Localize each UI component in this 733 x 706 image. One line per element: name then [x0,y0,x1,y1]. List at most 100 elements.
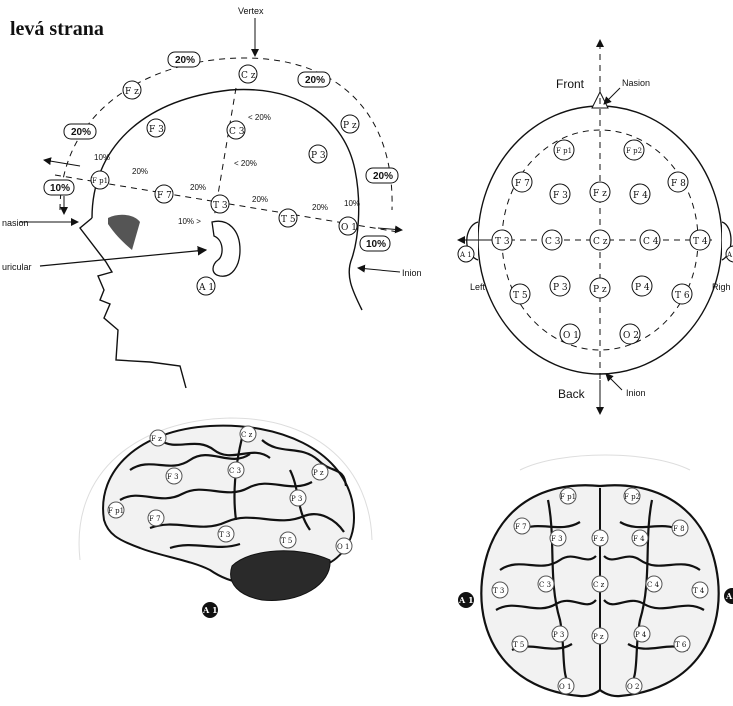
svg-text:P 3: P 3 [553,631,564,639]
electrode-f4-top: F 4 [630,184,650,204]
svg-text:P 4: P 4 [635,283,650,293]
electrode-c3-side: C 3 [227,121,245,139]
electrode-t5-brain: T 5 [280,532,296,548]
svg-text:O 2: O 2 [627,683,639,691]
electrode-fp1-brain: F p1 [108,502,124,518]
svg-text:P z: P z [313,469,324,477]
svg-text:O 1: O 1 [563,331,579,341]
inion-label: Inion [402,268,422,278]
svg-text:C 3: C 3 [229,127,245,137]
svg-text:F 3: F 3 [167,473,179,481]
electrode-o1-btop: O 1 [558,678,574,694]
svg-text:C z: C z [593,581,605,589]
electrode-p4-btop: P 4 [634,626,650,642]
measure-arc-outer [60,58,392,210]
svg-text:F 7: F 7 [157,191,172,201]
electrode-fp1-side: F p1 [91,171,109,189]
electrode-t6-top: T 6 [672,284,692,304]
percent-small: < 20% [248,113,271,122]
front-label: Front [556,77,585,91]
svg-text:F p1: F p1 [556,147,572,155]
percent-small: 10% [344,199,360,208]
svg-text:A 1: A 1 [458,595,474,605]
brain-top-view: F p1 F p2 F 7 F 3 F z F 4 F 8 T 3 C 3 C … [458,455,733,696]
electrode-o2-top: O 2 [620,324,640,344]
percent-small: 20% [132,167,148,176]
svg-text:F p2: F p2 [626,147,642,155]
svg-text:F 4: F 4 [633,535,645,543]
svg-text:20%: 20% [71,127,91,138]
svg-text:C z: C z [241,71,256,81]
svg-text:T 5: T 5 [513,641,524,649]
electrode-fz-brain: F z [150,430,166,446]
electrode-t4-top: T 4 [690,230,710,250]
svg-text:C 3: C 3 [545,237,561,247]
percent-box: 20% [168,52,200,67]
svg-text:F 7: F 7 [515,179,530,189]
right-label: Righ [712,282,731,292]
svg-text:F p1: F p1 [92,177,108,185]
svg-text:C z: C z [593,237,608,247]
electrode-pz-side: P z [341,115,359,133]
svg-text:P 3: P 3 [291,495,302,503]
svg-text:T 4: T 4 [693,237,708,247]
cerebellum-side [231,551,330,601]
percent-box: 20% [298,72,330,87]
inion-arrow [358,268,400,272]
svg-text:F p1: F p1 [560,493,576,501]
electrode-pz-brain: P z [312,464,328,480]
percent-box: 10% [44,180,74,195]
nasion-label-top: Nasion [622,78,650,88]
electrode-p3-brain: P 3 [290,490,306,506]
svg-text:P z: P z [343,121,357,131]
electrode-t3-side: T 3 [211,195,229,213]
electrode-fz-btop: F z [592,530,608,546]
electrode-c3-top: C 3 [542,230,562,250]
electrode-fp1-top: F p1 [554,140,574,160]
electrode-f7-brain: F 7 [148,510,164,526]
svg-text:C 4: C 4 [647,581,660,589]
svg-text:O 1: O 1 [559,683,571,691]
svg-text:P z: P z [593,633,604,641]
top-head-view: Front Nasion Left Righ Back Inion A 1 A … [458,40,733,414]
svg-text:T 6: T 6 [675,291,690,301]
svg-text:F 7: F 7 [149,515,161,523]
svg-text:O 1: O 1 [341,223,357,233]
electrode-p3-side: P 3 [309,145,327,163]
svg-text:F 8: F 8 [673,525,685,533]
svg-text:C z: C z [241,431,253,439]
vertex-label: Vertex [238,6,264,16]
svg-text:F 7: F 7 [515,523,527,531]
percent-small: < 20% [234,159,257,168]
svg-text:F z: F z [593,189,607,199]
svg-text:C 4: C 4 [643,237,659,247]
ear-ref-a1-brain: A 1 [202,602,218,618]
nose-shading [108,215,140,250]
electrode-cz-brain: C z [240,426,256,442]
svg-text:T 3: T 3 [493,587,504,595]
svg-text:10%: 10% [50,183,70,194]
electrode-t4-btop: T 4 [692,582,708,598]
svg-text:A 1: A 1 [459,251,472,259]
electrode-o1-brain: O 1 [336,538,352,554]
svg-text:20%: 20% [175,55,195,66]
svg-text:F z: F z [125,87,139,97]
electrode-fz-top: F z [590,182,610,202]
electrode-p4-top: P 4 [632,276,652,296]
brain-side-view: F z C z C 3 F 3 P z P 3 F p1 F 7 T 3 T 5… [79,418,372,618]
svg-text:F 3: F 3 [553,191,568,201]
electrode-f8-btop: F 8 [672,520,688,536]
electrode-fp2-top: F p2 [624,140,644,160]
svg-text:T 5: T 5 [513,291,528,301]
percent-box: 10% [360,236,390,251]
percent-small: 20% [190,183,206,192]
svg-text:F p2: F p2 [624,493,640,501]
percent-small: 10% [94,153,110,162]
svg-text:F p1: F p1 [108,507,124,515]
electrode-a1-side: A 1 [197,277,215,295]
svg-text:20%: 20% [373,171,393,182]
ear-ref-a2-btop: A [724,588,733,604]
svg-text:P 4: P 4 [635,631,647,639]
electrode-f7-side: F 7 [155,185,173,203]
electrode-cz-side: C z [239,65,257,83]
